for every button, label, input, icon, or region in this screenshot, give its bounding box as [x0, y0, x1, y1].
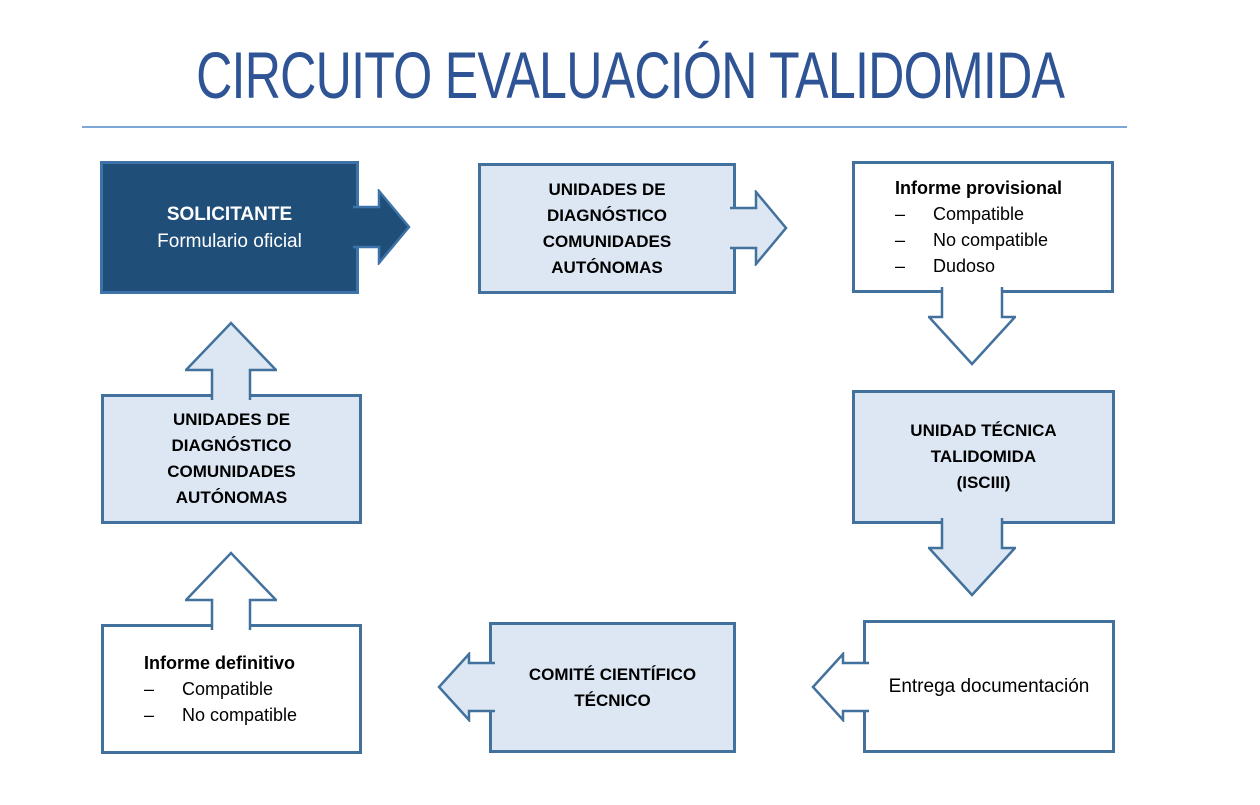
list-item: – No compatible [895, 227, 1105, 253]
node-solicitante-subtitle: Formulario oficial [157, 230, 302, 252]
list-item-label: No compatible [933, 230, 1049, 250]
node-solicitante: SOLICITANTE Formulario oficial [100, 161, 359, 294]
list-item-label: Dudoso [933, 256, 996, 276]
list-item-label: No compatible [182, 705, 298, 725]
node-line: AUTÓNOMAS [551, 257, 663, 277]
node-line: TALIDOMIDA [930, 447, 1037, 466]
node-line: COMUNIDADES [167, 462, 296, 481]
list-item-label: Compatible [933, 204, 1025, 224]
arrow-left-icon arrow-entrega-to-comite [811, 652, 869, 722]
list-item: – No compatible [144, 702, 353, 728]
node-line: DIAGNÓSTICO [171, 436, 292, 455]
node-line: AUTÓNOMAS [175, 488, 288, 507]
node-entrega-documentacion: Entrega documentación [863, 620, 1115, 753]
node-informe-provisional-title: Informe provisional [895, 178, 1063, 198]
arrow-right-icon arrow-solicitante-to-unidades [353, 189, 411, 265]
node-unidades-diagnostico-ccaa-left: UNIDADES DE DIAGNÓSTICO COMUNIDADES AUTÓ… [101, 394, 362, 524]
node-solicitante-title: SOLICITANTE [166, 203, 293, 225]
node-line: (ISCIII) [956, 473, 1011, 492]
node-unidad-tecnica-talidomida: UNIDAD TÉCNICA TALIDOMIDA (ISCIII) [852, 390, 1115, 524]
arrow-up-icon arrow-unidades-to-solicitante [185, 321, 277, 400]
arrow-down-icon arrow-informe-provisional-to-unidad-tecnica [928, 287, 1016, 366]
page-title-text: CIRCUITO EVALUACIÓN TALIDOMIDA [195, 38, 1065, 112]
node-line: TÉCNICO [574, 690, 651, 710]
arrow-left-icon arrow-comite-to-informe-definitivo [437, 652, 495, 722]
list-item: – Compatible [144, 676, 353, 702]
arrow-right-icon arrow-unidades-to-informe-provisional [730, 190, 788, 266]
node-unidades-diagnostico-ccaa-top: UNIDADES DE DIAGNÓSTICO COMUNIDADES AUTÓ… [478, 163, 736, 294]
node-informe-definitivo: Informe definitivo – Compatible – No com… [101, 624, 362, 754]
node-line: COMUNIDADES [542, 231, 672, 251]
node-comite-cientifico-tecnico: COMITÉ CIENTÍFICO TÉCNICO [489, 622, 736, 753]
dash-bullet: – [895, 230, 906, 250]
page-title: CIRCUITO EVALUACIÓN TALIDOMIDA [0, 42, 1260, 108]
node-line: DIAGNÓSTICO [547, 205, 667, 225]
dash-bullet: – [895, 204, 906, 224]
node-line: UNIDADES DE [172, 410, 291, 429]
list-item: – Compatible [895, 201, 1105, 227]
title-underline [82, 126, 1127, 128]
dash-bullet: – [144, 679, 155, 699]
dash-bullet: – [144, 705, 155, 725]
node-line: UNIDAD TÉCNICA [910, 421, 1057, 440]
list-item-label: Compatible [182, 679, 274, 699]
node-entrega-label: Entrega documentación [888, 675, 1090, 697]
arrow-down-icon arrow-unidad-tecnica-to-entrega [928, 518, 1016, 597]
node-line: COMITÉ CIENTÍFICO [528, 664, 697, 684]
node-line: UNIDADES DE [548, 179, 666, 199]
arrow-up-icon arrow-informe-definitivo-to-unidades [185, 551, 277, 630]
node-informe-definitivo-title: Informe definitivo [144, 653, 296, 673]
dash-bullet: – [895, 256, 906, 276]
list-item: – Dudoso [895, 253, 1105, 279]
node-informe-provisional: Informe provisional – Compatible – No co… [852, 161, 1114, 293]
